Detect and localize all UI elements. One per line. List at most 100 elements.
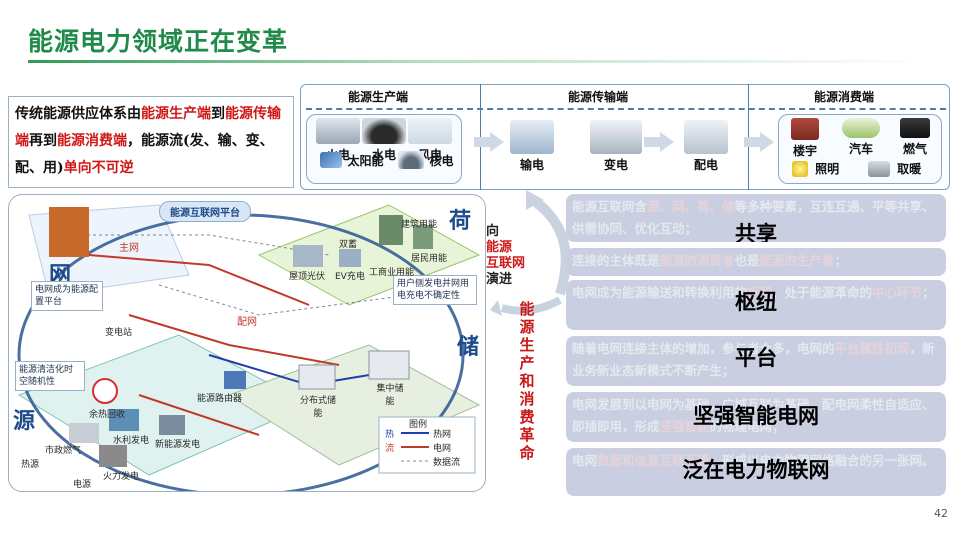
production-hydro: 水电 bbox=[358, 118, 410, 163]
feature-keyword: 共享 bbox=[735, 222, 777, 242]
evolution-label: 向 能源 互联网 演进 bbox=[486, 224, 542, 288]
transmission-line: 输电 bbox=[506, 120, 558, 173]
router-box bbox=[224, 371, 246, 389]
arrow-head bbox=[490, 300, 502, 316]
flow-dashed-line bbox=[306, 108, 946, 110]
diagram-label: 集中储能 bbox=[376, 384, 404, 407]
desc-part: 也是 bbox=[734, 253, 760, 268]
user-note: 用户侧发电并网用电充电不确定性 bbox=[393, 275, 477, 305]
feature-keyword: 平台 bbox=[735, 346, 777, 370]
thermal-block bbox=[99, 445, 127, 467]
production-label: 太阳能 bbox=[347, 154, 384, 168]
flow-arrow-icon bbox=[644, 132, 674, 152]
main-grid-label: 主网 bbox=[119, 243, 139, 254]
desc-highlight: 枢纽 bbox=[747, 285, 773, 300]
source-note: 能源清洁化时空随机性 bbox=[15, 361, 85, 391]
light-bulb-icon bbox=[792, 160, 808, 177]
transmission-tower-icon bbox=[510, 120, 554, 154]
flow-arrow-icon bbox=[474, 132, 504, 152]
intro-highlight-consumption: 能源消费端 bbox=[57, 133, 127, 149]
legend-box bbox=[378, 416, 476, 474]
storage-char: 储 bbox=[457, 335, 480, 360]
new-energy-block bbox=[159, 415, 185, 435]
main-grid-line bbox=[88, 254, 310, 306]
intro-highlight-transmission: 能源传输端 bbox=[15, 106, 281, 149]
load-char: 荷 bbox=[449, 209, 472, 234]
transmission-label: 输电 bbox=[519, 158, 544, 172]
curved-arrow-down bbox=[527, 193, 571, 296]
substation-icon bbox=[590, 120, 642, 154]
intro-text-3: 再到 bbox=[29, 133, 57, 149]
evolution-line: 能源 bbox=[486, 240, 513, 255]
feature-row-platform: 随着电网连接主体的增加，参与者众多，电网的平台属性初现，新业务新业态新模式不断产… bbox=[566, 336, 946, 386]
platform-title: 能源互联网平台 bbox=[159, 201, 251, 222]
diagram-label: 火力发电 bbox=[103, 472, 140, 482]
page-number: 42 bbox=[934, 507, 948, 520]
ev-charger-block bbox=[339, 249, 361, 267]
title-rule bbox=[28, 60, 928, 63]
desc-part: ； bbox=[922, 285, 935, 300]
hydro-plant-icon bbox=[362, 118, 406, 144]
energy-internet-diagram: 能源互联网平台 主网 配网 网 源 荷 储 电网成为能源配置平台 能源清洁化时空… bbox=[8, 194, 486, 492]
legend-title: 图例 bbox=[409, 420, 428, 430]
desc-highlight: 平台属性初现 bbox=[834, 341, 910, 356]
stage-label-consumption: 能源消费端 bbox=[812, 88, 877, 105]
diagram-label: 电源 bbox=[73, 480, 92, 490]
feature-keyword: 枢纽 bbox=[735, 290, 777, 314]
production-wind: 风电 bbox=[404, 118, 456, 163]
rooftop-solar-block bbox=[293, 245, 323, 267]
consumption-lighting: 照明 bbox=[792, 158, 856, 177]
desc-part: 的物理电网； bbox=[709, 419, 785, 434]
solar-panel-icon bbox=[320, 151, 343, 168]
feature-desc: 电网数据和信息互联互通，形成以电力物理网络融合的另一张网。 bbox=[572, 450, 940, 472]
slide-title: 能源电力领域正在变革 bbox=[28, 27, 289, 56]
production-label: 核电 bbox=[429, 154, 454, 168]
transmission-label: 配电 bbox=[693, 158, 718, 172]
evolution-line: 向 bbox=[486, 224, 500, 239]
intro-text-2: 到 bbox=[211, 106, 225, 122]
router-label: 能源路由器 bbox=[197, 394, 243, 404]
storage-cell bbox=[298, 364, 336, 390]
desc-part: 电网成为能源输送和转换利用的 bbox=[572, 285, 748, 300]
intro-highlight-production: 能源生产端 bbox=[141, 106, 211, 122]
desc-part: 连接的主体既是 bbox=[572, 253, 660, 268]
storage-cell bbox=[368, 350, 410, 380]
stage-label-transmission: 能源传输端 bbox=[566, 88, 631, 105]
legend-item-power: 电网 bbox=[433, 444, 452, 454]
desc-highlight: 中心环节 bbox=[872, 285, 923, 300]
building-block bbox=[413, 225, 433, 249]
feature-desc: 能源互联网含源、网、荷、储等多种要素，互连互通、平等共享、供需协同、优化互动； bbox=[572, 196, 940, 240]
source-char: 源 bbox=[13, 409, 36, 434]
feature-desc: 随着电网连接主体的增加，参与者众多，电网的平台属性初现，新业务新业态新模式不断产… bbox=[572, 338, 940, 382]
intro-text-1: 传统能源供应体系由 bbox=[15, 106, 141, 122]
feature-row-prosumer: 连接的主体既是能源的消费者也是能源的生产者； bbox=[566, 248, 946, 276]
transmission-substation: 变电 bbox=[590, 120, 642, 173]
flow-arrow-icon bbox=[744, 132, 774, 152]
transmission-distribution: 配电 bbox=[680, 120, 732, 173]
features-panel: 能源互联网含源、网、荷、储等多种要素，互连互通、平等共享、供需协同、优化互动； … bbox=[566, 194, 946, 496]
consumption-label: 楼宇 bbox=[792, 144, 817, 158]
stage-label-production: 能源生产端 bbox=[346, 88, 411, 105]
revolution-vertical-label: 能源生产和消费革命 bbox=[519, 300, 535, 462]
feature-desc: 电网成为能源输送和转换利用的枢纽，处于能源革命的中心环节； bbox=[572, 282, 940, 304]
feature-desc: 连接的主体既是能源的消费者也是能源的生产者； bbox=[572, 250, 940, 272]
transmission-label: 变电 bbox=[603, 158, 628, 172]
diagram-label: 双蓄 bbox=[339, 240, 358, 250]
evolution-arrows-icon bbox=[490, 190, 571, 316]
desc-part: 随着电网连接主体的增加，参与者众多，电网的 bbox=[572, 341, 835, 356]
distribution-icon bbox=[684, 120, 728, 154]
production-solar: 太阳能 bbox=[318, 150, 386, 170]
legend-item-data: 数据流 bbox=[433, 458, 461, 468]
feature-row-smartgrid: 电网发展到以电网为基础，广域互联为基础，配电网柔性自适应、即插即用，形成坚强智能… bbox=[566, 392, 946, 442]
production-nuclear: 核电 bbox=[394, 150, 458, 171]
legend-side-flow: 流 bbox=[385, 444, 395, 454]
desc-part: ，处于能源革命的 bbox=[772, 285, 873, 300]
desc-part: ，形成以电力物理网络融合的另一张网。 bbox=[709, 453, 935, 468]
hydro-block bbox=[109, 409, 139, 431]
feature-desc: 电网发展到以电网为基础，广域互联为基础，配电网柔性自适应、即插即用，形成坚强智能… bbox=[572, 394, 940, 438]
arrow-head bbox=[526, 190, 544, 210]
feature-row-iot: 电网数据和信息互联互通，形成以电力物理网络融合的另一张网。 泛在电力物联网 bbox=[566, 448, 946, 496]
diagram-label: 市政燃气 bbox=[45, 446, 82, 456]
legend-side-heat: 热 bbox=[385, 430, 395, 440]
diagram-label: 分布式储能 bbox=[299, 396, 336, 419]
